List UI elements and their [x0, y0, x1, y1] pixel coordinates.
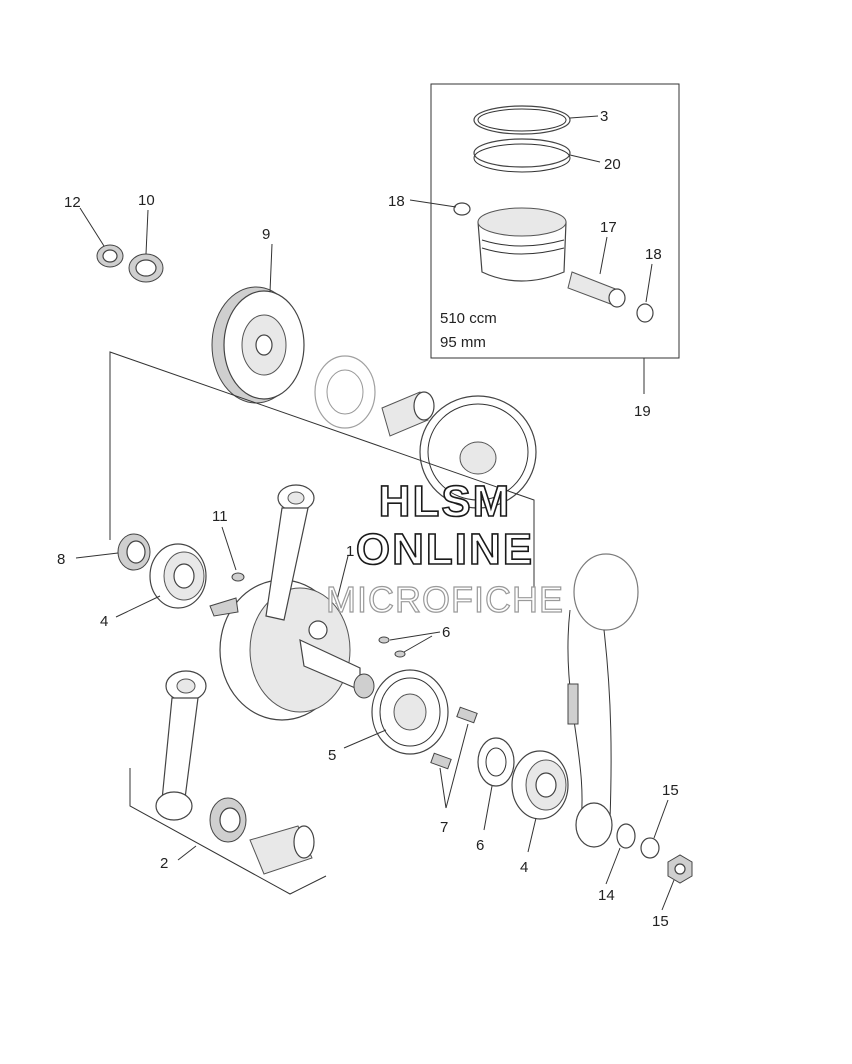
callout-19: 19: [634, 403, 651, 420]
shaft-seal-13: [96, 244, 124, 268]
callout-1: 1: [346, 543, 354, 560]
callout-6: 6: [476, 837, 484, 854]
needle-bearing-lower: [209, 797, 247, 843]
connecting-rod-upper: [265, 484, 315, 621]
callout-18-left: 18: [388, 193, 405, 210]
large-gear: [419, 395, 537, 509]
piston-kit-box: [430, 83, 680, 359]
callout-7: 6: [442, 624, 450, 641]
watermark-line2: ONLINE: [356, 525, 534, 574]
callout-8: 7: [440, 819, 448, 836]
callout-13: 12: [64, 194, 81, 211]
timing-gear-10: [211, 286, 305, 404]
piston-ring-upper: [473, 105, 571, 135]
circlip-14: [616, 823, 636, 849]
watermark-line1: HLSM: [379, 477, 512, 526]
needle-bearing: [381, 391, 435, 437]
woodruff-key-12: [231, 572, 245, 582]
callout-2: 2: [160, 855, 168, 872]
callout-9: 8: [57, 551, 65, 568]
piston-ring-lower: [473, 138, 571, 173]
bearing-11: [128, 253, 164, 283]
callout-10: 9: [262, 226, 270, 243]
callout-4-left: 4: [100, 613, 108, 630]
callout-16: 15: [662, 782, 679, 799]
timing-chain: [567, 553, 639, 848]
screws-8: [430, 706, 478, 770]
piston-pin-clip-left: [453, 202, 471, 216]
watermark-line3: MICROFICHE: [326, 579, 564, 620]
callout-11: 10: [138, 192, 155, 209]
callout-4-right: 4: [520, 859, 528, 876]
thrust-washer-6: [477, 737, 515, 787]
main-bearing-right: [511, 750, 569, 820]
callout-3: 3: [600, 108, 608, 125]
faded-bearing: [314, 355, 376, 429]
displacement-label: 510 ccm: [440, 310, 497, 327]
callout-15: 15: [652, 913, 669, 930]
piston-pin: [567, 271, 626, 308]
oil-seal-9: [117, 533, 151, 571]
washer-16: [640, 837, 660, 859]
dowel-pins-7: [378, 636, 406, 658]
connecting-rod-lower: [155, 670, 207, 821]
crank-gear-5: [371, 669, 449, 755]
callout-14: 14: [598, 887, 615, 904]
piston-pin-clip-right: [636, 303, 654, 323]
main-bearing-left: [149, 543, 207, 609]
callout-20: 20: [604, 156, 621, 173]
callout-17: 17: [600, 219, 617, 236]
crank-pin: [249, 825, 315, 875]
callout-18-right: 18: [645, 246, 662, 263]
piston: [477, 207, 567, 282]
callout-5: 5: [328, 747, 336, 764]
crankshaft: [209, 579, 375, 721]
bore-label: 95 mm: [440, 334, 486, 351]
callout-12: 11: [212, 508, 228, 525]
nut-15: [667, 854, 693, 884]
